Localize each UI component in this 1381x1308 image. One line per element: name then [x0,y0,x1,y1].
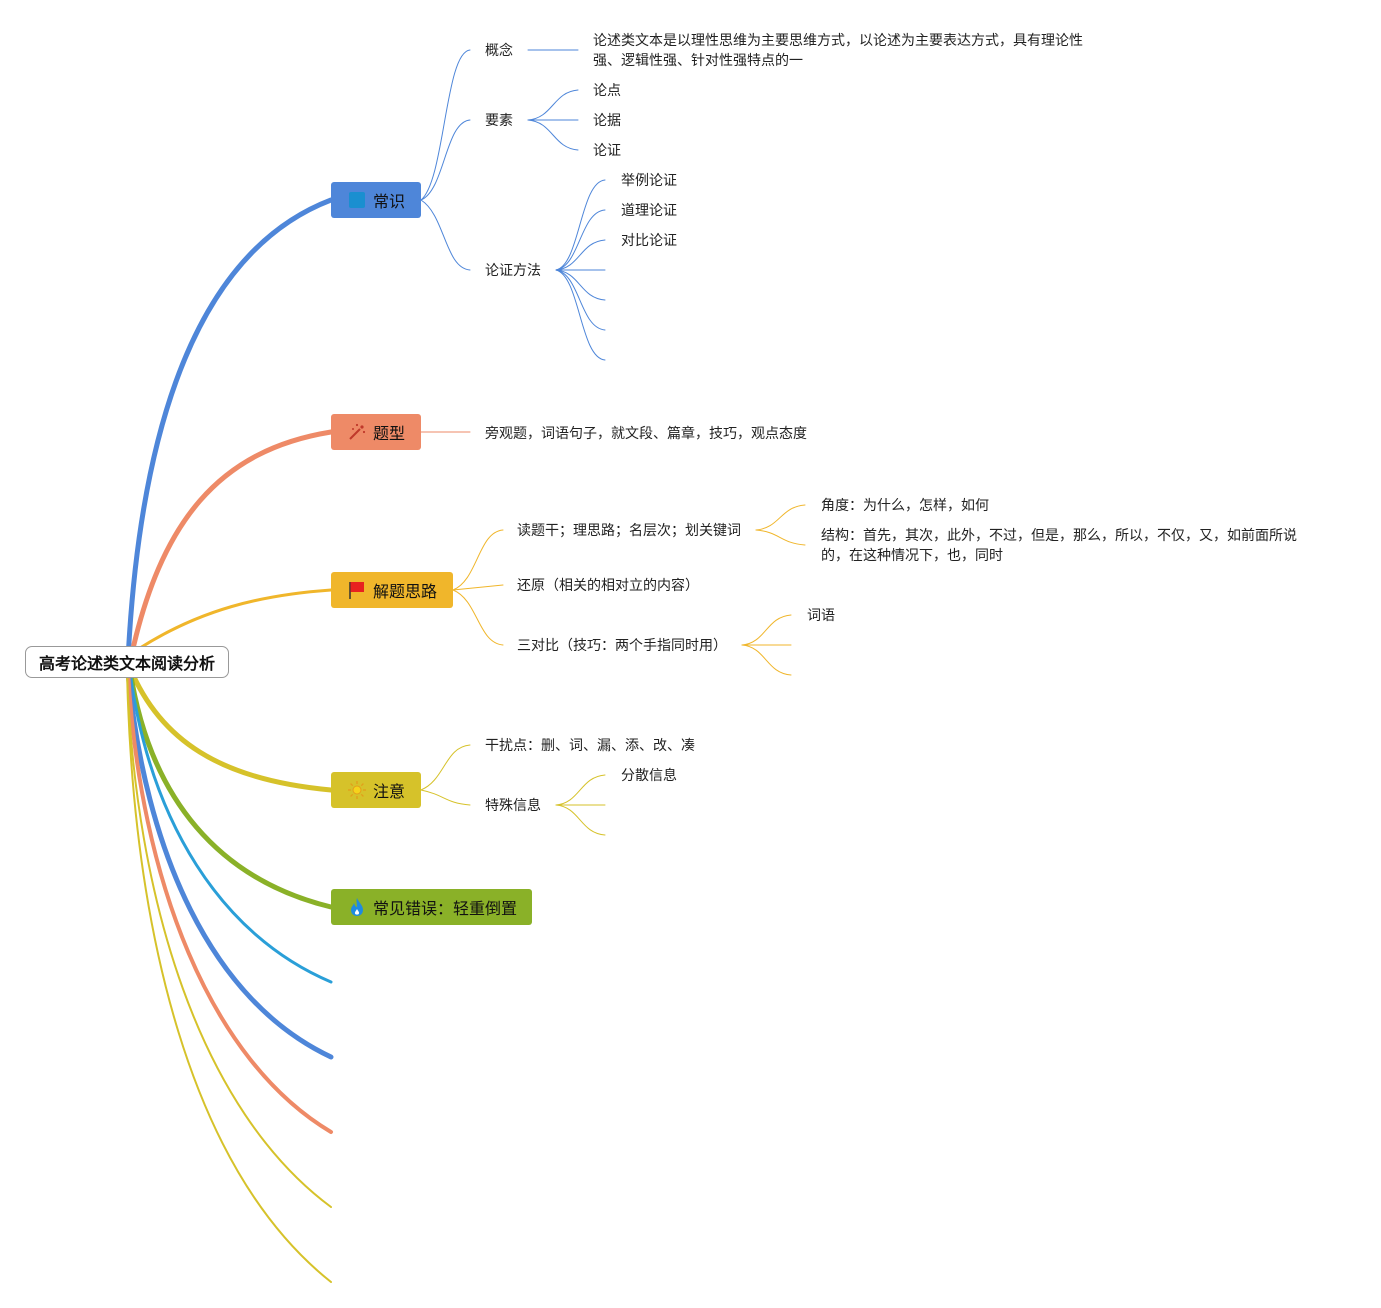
topic-changshi-label: 常识 [373,192,406,211]
flame-icon [347,897,367,917]
empty-branch-line-1 [128,670,333,984]
topic-cuowu-label: 常见错误：轻重倒置 [373,899,518,918]
teshu-item-1[interactable]: 分散信息 [621,768,677,784]
topic-tixing-label: 题型 [373,424,406,443]
subtopic-tixing-detail[interactable]: 旁观题，词语句子，就文段、篇章，技巧，观点态度 [485,426,807,442]
fangfa-item-1[interactable]: 举例论证 [621,173,677,189]
topic-tixing[interactable]: 题型 [331,414,421,450]
branch-line-jieti [138,588,333,650]
subtopic-dutigan[interactable]: 读题干；理思路；名层次；划关键词 [517,523,741,539]
sparkle-icon [347,422,367,442]
subtopic-teshu[interactable]: 特殊信息 [485,798,541,814]
dutigan-jiaodu[interactable]: 角度：为什么，怎样，如何 [821,498,989,514]
branch-line-cuowu [127,667,334,910]
topic-zhuyi-label: 注意 [373,782,406,801]
branch-line-zhuyi [127,665,334,793]
subtopic-ganrao[interactable]: 干扰点：删、词、漏、添、改、凑 [485,738,695,754]
branch-line-tixing [127,429,334,665]
empty-branch-line-5 [126,671,332,1283]
topic-zhuyi[interactable]: 注意 [331,772,421,808]
sun-icon [347,780,367,800]
sanduibi-item-1[interactable]: 词语 [807,608,835,624]
topic-cuowu[interactable]: 常见错误：轻重倒置 [331,889,532,925]
empty-branch-line-3 [126,670,333,1134]
subtopic-sanduibi[interactable]: 三对比（技巧：两个手指同时用） [517,638,727,654]
topic-jieti[interactable]: 解题思路 [331,572,453,608]
yaosu-item-1[interactable]: 论点 [593,83,621,99]
subtopic-fangfa[interactable]: 论证方法 [485,263,541,279]
subtopic-yaosu[interactable]: 要素 [485,113,513,129]
yaosu-item-3[interactable]: 论证 [593,143,621,159]
subtopic-gainian[interactable]: 概念 [485,43,513,59]
branch-line-changshi [125,197,334,663]
square-icon [347,190,367,210]
subtopic-gainian-detail[interactable]: 论述类文本是以理性思维为主要思维方式，以论述为主要表达方式，具有理论性强、逻辑性… [593,33,1083,69]
yaosu-item-2[interactable]: 论据 [593,113,621,129]
root-topic[interactable]: 高考论述类文本阅读分析 [25,646,229,678]
root-topic-label: 高考论述类文本阅读分析 [38,654,215,673]
subtopic-huanyuan[interactable]: 还原（相关的相对立的内容） [517,578,699,594]
dutigan-jiegou[interactable]: 结构：首先，其次，此外，不过，但是，那么，所以，不仅，又，如前面所说的，在这种情… [821,528,1297,564]
topic-jieti-label: 解题思路 [373,582,438,601]
empty-branch-line-2 [125,669,334,1060]
topic-changshi[interactable]: 常识 [331,182,421,218]
fangfa-item-3[interactable]: 对比论证 [621,233,677,249]
empty-branch-line-4 [126,671,332,1208]
fangfa-item-2[interactable]: 道理论证 [621,203,677,219]
flag-icon [347,580,367,600]
